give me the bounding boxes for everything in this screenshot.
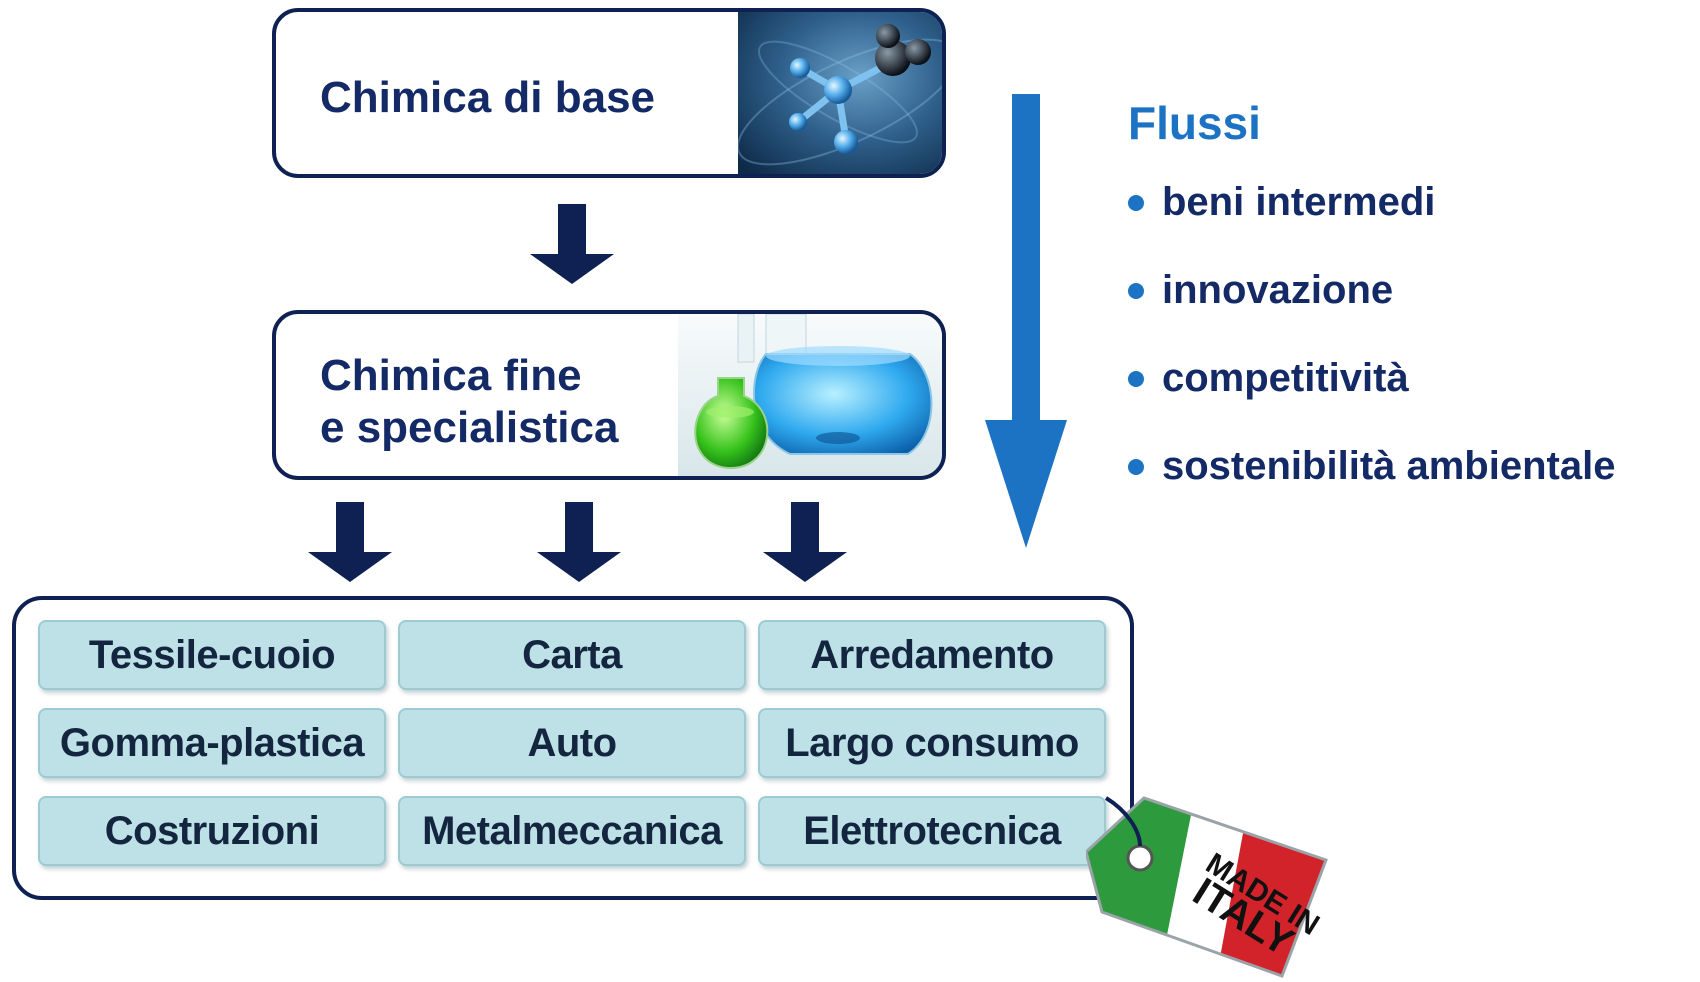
arrow-down-icon xyxy=(530,204,614,284)
sector-largo-consumo: Largo consumo xyxy=(758,708,1106,778)
sector-elettrotecnica: Elettrotecnica xyxy=(758,796,1106,866)
bullet-icon xyxy=(1128,282,1144,299)
flows-title: Flussi xyxy=(1128,97,1261,149)
sector-tessile-cuoio: Tessile-cuoio xyxy=(38,620,386,690)
arrow-down-icon xyxy=(537,502,621,582)
bullet-icon xyxy=(1128,194,1144,211)
molecule-image xyxy=(738,12,942,174)
chimica-fine-box: Chimica fine e specialistica xyxy=(272,310,946,480)
flasks-image xyxy=(678,314,942,476)
arrow-down-icon xyxy=(763,502,847,582)
bullet-icon xyxy=(1128,458,1144,475)
flow-item: innovazione xyxy=(1128,268,1393,313)
chimica-fine-title-line2: e specialistica xyxy=(320,403,619,452)
sector-arredamento: Arredamento xyxy=(758,620,1106,690)
made-in-italy-tag: MADE IN ITALY xyxy=(1086,796,1328,978)
arrow-down-icon xyxy=(308,502,392,582)
flow-item-label: beni intermedi xyxy=(1162,180,1436,224)
flow-item-label: innovazione xyxy=(1162,268,1394,312)
sector-carta: Carta xyxy=(398,620,746,690)
sector-costruzioni: Costruzioni xyxy=(38,796,386,866)
flow-item: competitività xyxy=(1128,356,1409,401)
flow-item: sostenibilità ambientale xyxy=(1128,444,1615,489)
flow-arrow-icon xyxy=(985,94,1067,548)
bullet-icon xyxy=(1128,370,1144,387)
sector-gomma-plastica: Gomma-plastica xyxy=(38,708,386,778)
flow-item-label: sostenibilità ambientale xyxy=(1162,444,1616,488)
chimica-di-base-title: Chimica di base xyxy=(320,73,656,122)
flow-item-label: competitività xyxy=(1162,356,1409,400)
chimica-fine-title-line1: Chimica fine xyxy=(320,351,582,400)
sector-auto: Auto xyxy=(398,708,746,778)
flow-item: beni intermedi xyxy=(1128,180,1435,225)
chimica-di-base-box: Chimica di base xyxy=(272,8,946,178)
sector-metalmeccanica: Metalmeccanica xyxy=(398,796,746,866)
